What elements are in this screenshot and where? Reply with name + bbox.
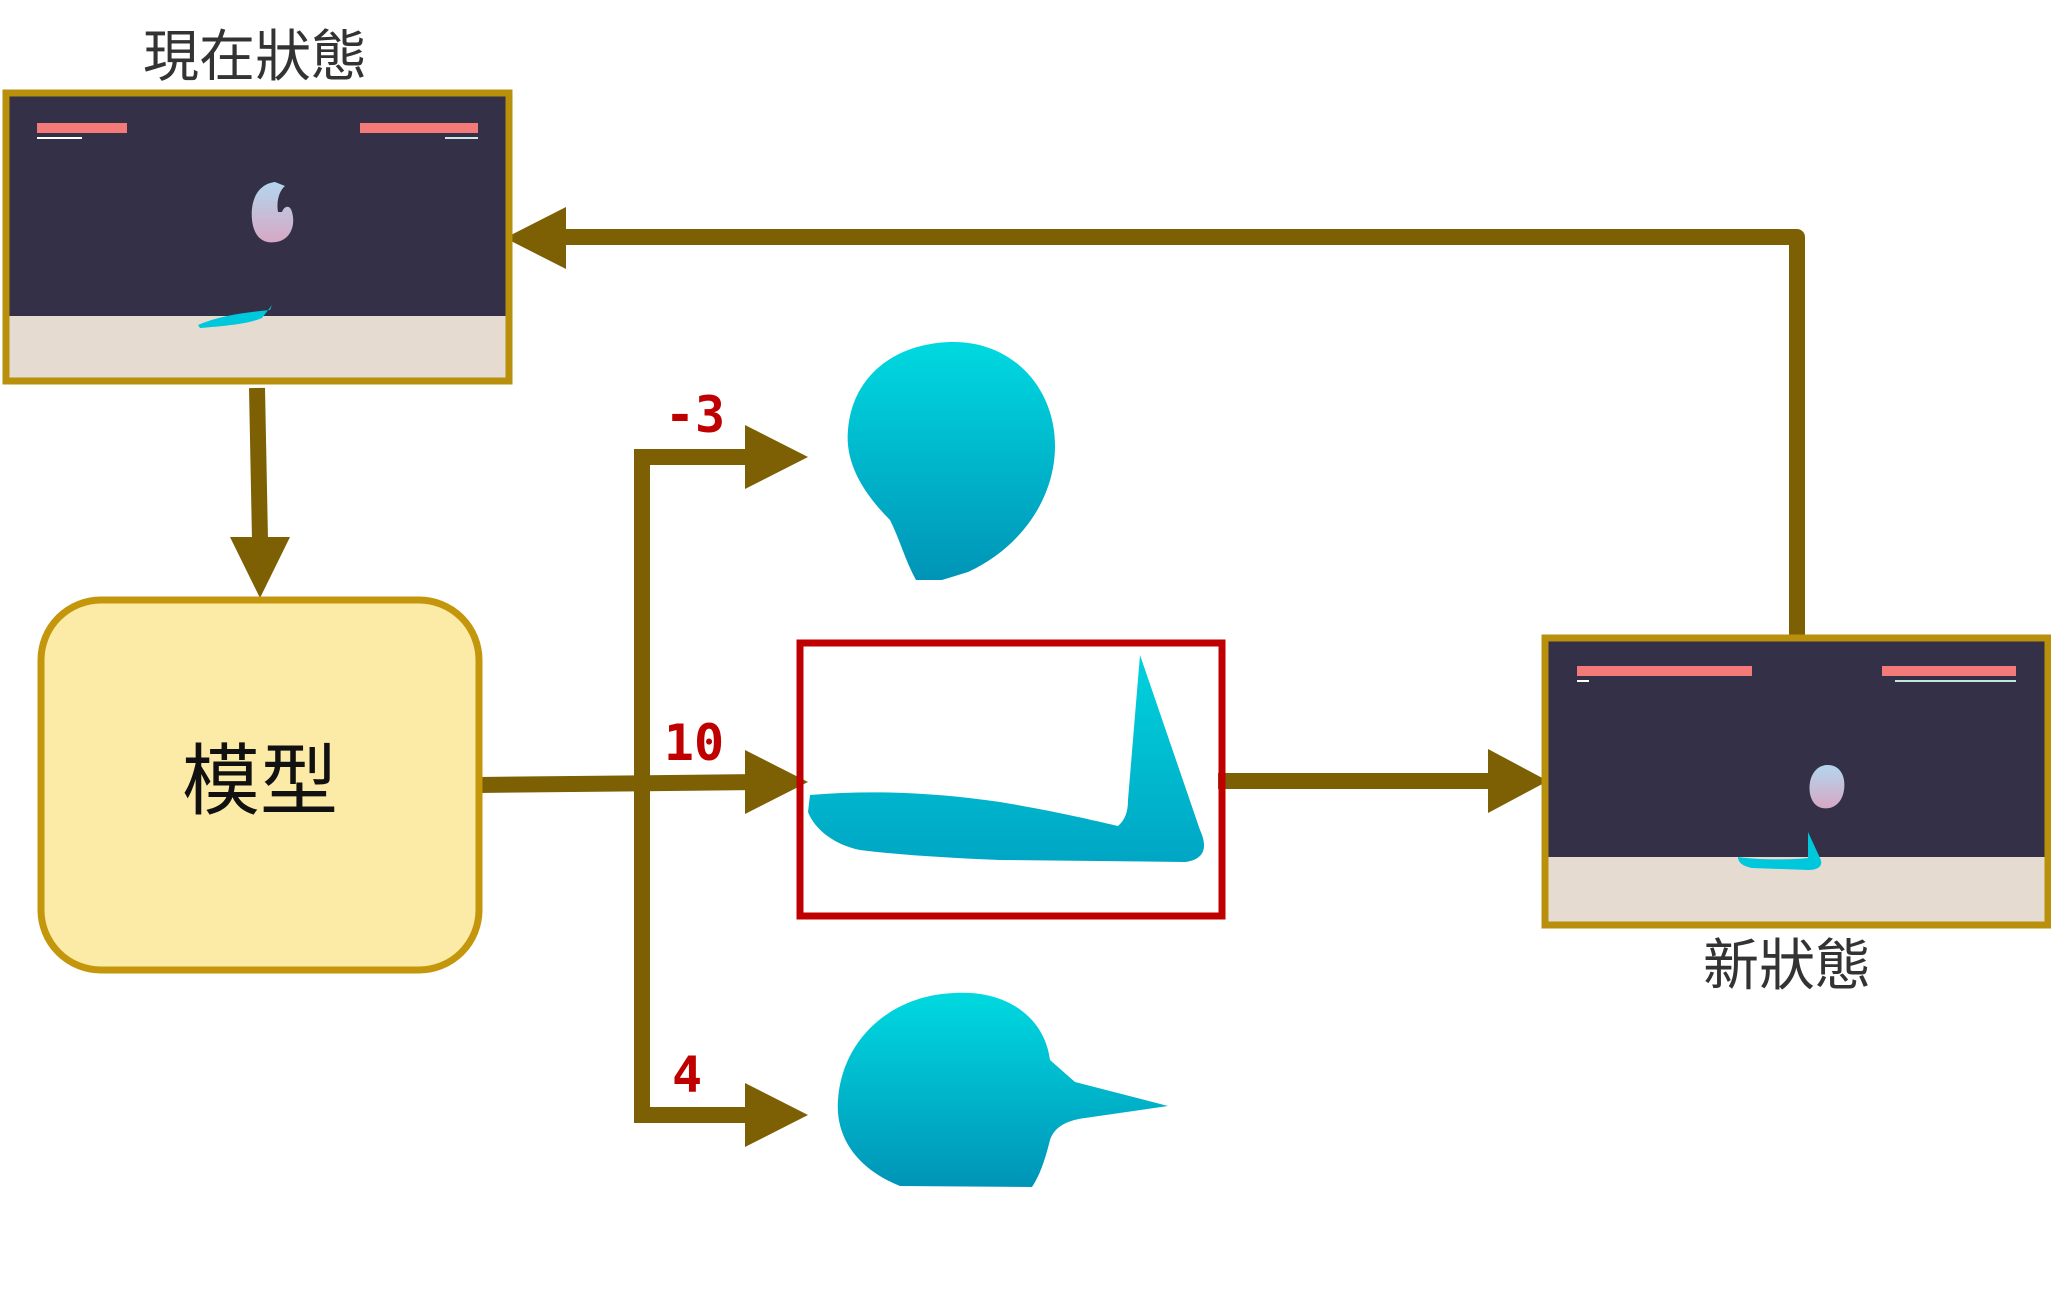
action-2-option xyxy=(796,639,1226,920)
selection-box xyxy=(796,639,1226,920)
model-label: 模型 xyxy=(182,737,338,827)
new-health-bar-right xyxy=(1882,666,2016,676)
branch-bar xyxy=(634,449,750,1123)
new-enemy-creature xyxy=(1738,832,1822,870)
health-bar-left xyxy=(37,123,127,133)
action-3-creature xyxy=(837,992,1168,1187)
arrow-action-1-head xyxy=(745,425,808,489)
current-state-label: 現在狀態 xyxy=(143,25,367,90)
new-player-ball xyxy=(1809,764,1845,809)
enemy-creature xyxy=(198,305,272,328)
action-1-score: -3 xyxy=(665,386,725,444)
arrow-action-2-head xyxy=(745,750,808,814)
arrow-loop-back-head xyxy=(505,207,566,269)
current-state-screen xyxy=(2,89,513,385)
action-2-score: 10 xyxy=(664,714,724,772)
arrow-state-to-model-head xyxy=(230,537,290,598)
arrow-model-to-branch xyxy=(477,774,761,793)
arrow-loop-back xyxy=(560,229,1805,640)
arrow-action-to-new-state-head xyxy=(1488,749,1548,813)
new-health-bar-left xyxy=(1577,666,1752,676)
action-1-creature xyxy=(847,341,1056,580)
health-bar-right xyxy=(360,123,478,133)
player-ball xyxy=(251,182,294,243)
model-box: 模型 xyxy=(37,596,483,974)
action-3-score: 4 xyxy=(672,1046,702,1104)
new-state-label: 新狀態 xyxy=(1703,934,1871,999)
arrow-state-to-model xyxy=(249,387,268,541)
new-state-screen xyxy=(1541,634,2051,929)
arrow-action-3-head xyxy=(745,1083,808,1147)
action-2-creature xyxy=(808,655,1205,862)
